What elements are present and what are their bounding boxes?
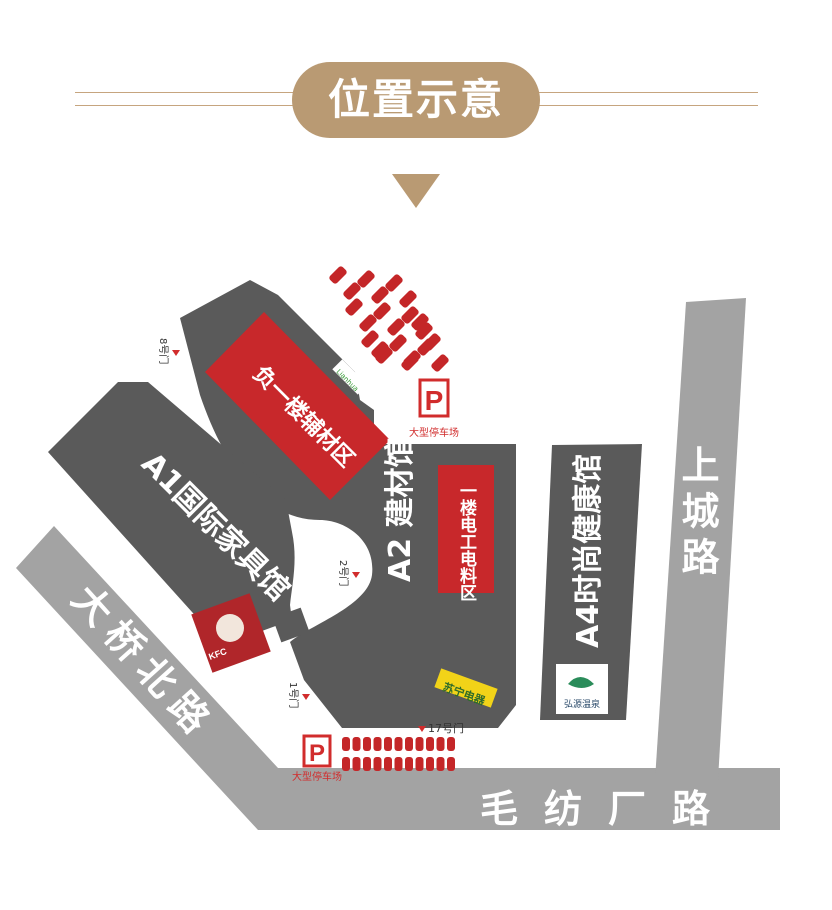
building-a4	[540, 444, 642, 720]
zone-basement	[205, 312, 390, 500]
suning-sign	[434, 668, 498, 708]
building-a2-label: A2 建材馆	[383, 437, 418, 582]
parking-car-icon	[363, 737, 371, 751]
kfc-colonel-icon	[216, 614, 244, 642]
header-line-right-bottom	[538, 105, 758, 106]
hongyuan-sign	[556, 664, 608, 714]
header-line-right-top	[538, 92, 758, 93]
parking-car-icon	[373, 302, 391, 320]
parking-car-icon	[385, 274, 403, 292]
a1-annex	[272, 607, 310, 643]
building-a1	[48, 382, 295, 642]
parking-car-icon	[375, 346, 393, 364]
parking-car-icon	[415, 322, 433, 340]
title-pill	[292, 62, 540, 138]
parking-car-icon	[359, 314, 377, 332]
parking-car-icon	[394, 757, 403, 771]
building-a4-label: A4时尚健康馆	[571, 454, 606, 648]
parking-car-icon	[447, 757, 455, 771]
gate-8-label: 8号门	[157, 338, 170, 364]
parking-car-icon	[329, 266, 347, 284]
parking-cars-south	[342, 737, 455, 771]
header-line-left-bottom	[75, 105, 295, 106]
gate-1-label: 1号门	[287, 682, 300, 708]
parking-sign-south-letter: P	[309, 740, 325, 767]
parking-car-icon	[399, 290, 417, 308]
gate-2-label: 2号门	[337, 560, 350, 586]
small-sign	[332, 359, 368, 395]
parking-car-icon	[363, 757, 371, 771]
parking-car-icon	[371, 286, 389, 304]
gate-1-marker	[302, 694, 310, 700]
parking-car-icon	[447, 737, 455, 751]
gate-17-label: 17号门	[428, 721, 464, 735]
parking-label-north: 大型停车场	[409, 426, 459, 439]
road-shangcheng	[655, 298, 746, 780]
parking-car-icon	[342, 737, 350, 751]
parking-car-icon	[352, 757, 361, 771]
zone-electric-label: 一楼电工电料区	[456, 482, 477, 601]
parking-car-icon	[401, 353, 419, 371]
parking-car-icon	[436, 737, 445, 751]
parking-car-icon	[361, 330, 379, 348]
down-arrow-icon	[392, 174, 440, 208]
parking-cars-north	[329, 266, 449, 372]
zone-electric	[438, 465, 494, 593]
parking-car-icon	[373, 757, 382, 771]
parking-label-south: 大型停车场	[292, 770, 342, 783]
hongyuan-logo-icon	[568, 677, 594, 688]
parking-car-icon	[426, 737, 434, 751]
parking-car-icon	[415, 757, 424, 771]
parking-car-icon	[411, 313, 429, 331]
parking-car-icon	[343, 282, 361, 300]
parking-car-icon	[436, 757, 445, 771]
page-title: 位置示意	[327, 75, 504, 124]
parking-car-icon	[373, 737, 382, 751]
parking-car-icon	[394, 737, 403, 751]
parking-car-icon	[384, 737, 392, 751]
parking-car-icon	[389, 334, 407, 352]
road-daqiao-north	[16, 526, 780, 830]
road-shangcheng-label: 上城路	[675, 445, 719, 583]
parking-car-icon	[415, 737, 424, 751]
hongyuan-sign-text: 弘源温泉	[564, 698, 600, 710]
parking-car-icon	[426, 757, 434, 771]
parking-car-icon	[342, 757, 350, 771]
parking-car-icon	[405, 757, 413, 771]
gate-2-marker	[352, 572, 360, 578]
gate-8-marker	[172, 350, 180, 356]
parking-sign-north	[418, 378, 450, 418]
gate-17-marker	[418, 726, 426, 732]
parking-car-icon	[423, 333, 441, 351]
parking-car-icon	[357, 270, 375, 288]
parking-car-icon	[384, 757, 392, 771]
parking-car-icon	[345, 298, 363, 316]
road-maofang-label: 毛纺厂路	[480, 787, 736, 831]
parking-car-icon	[405, 737, 413, 751]
parking-car-icon	[431, 354, 449, 372]
parking-sign-south	[302, 734, 332, 768]
parking-car-icon	[352, 737, 361, 751]
header-line-left-top	[75, 92, 295, 93]
parking-car-icon	[387, 318, 405, 336]
parking-car-icon	[371, 341, 389, 359]
parking-sign-north-letter: P	[425, 385, 444, 416]
parking-car-icon	[401, 306, 419, 324]
